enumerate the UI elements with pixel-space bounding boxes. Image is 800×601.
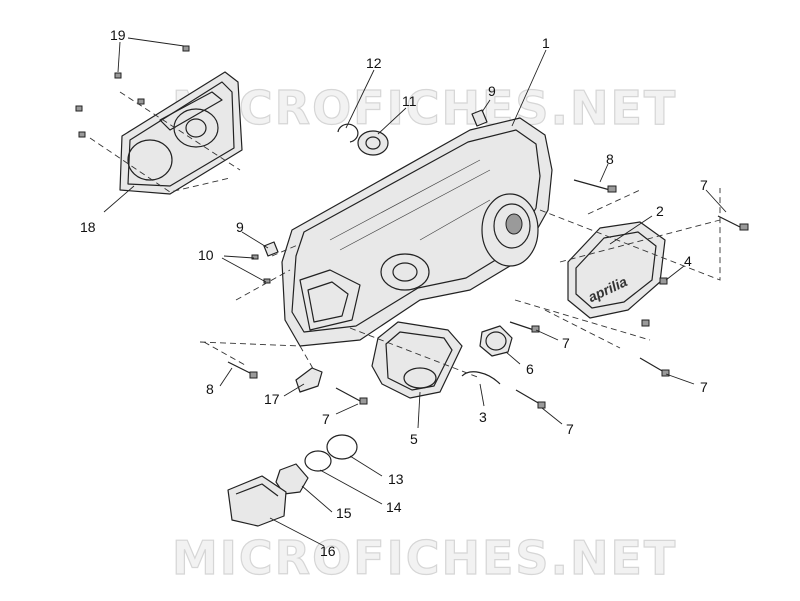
- part-5-air-duct: [371, 321, 463, 399]
- callout-3: 3: [479, 409, 487, 425]
- callout-16: 16: [320, 543, 336, 559]
- part-4-bolt: [659, 277, 668, 285]
- part-7-bolt-right: [639, 357, 670, 377]
- part-3-clip: [461, 371, 501, 385]
- part-7-bolt-cover: [641, 319, 650, 327]
- part-15-sleeve: [275, 463, 309, 495]
- callout-8-left: 8: [206, 381, 214, 397]
- callout-18: 18: [80, 219, 96, 235]
- watermark-top: MICROFICHES.NET: [172, 81, 677, 135]
- part-8-bolt-left: [227, 361, 258, 379]
- leader-lines: [103, 37, 727, 547]
- callout-2: 2: [656, 203, 664, 219]
- callouts: 19 12 11 9 1 8 7 2 4 18 9 10 7 6 7 8 17 …: [80, 27, 708, 559]
- callout-5: 5: [410, 431, 418, 447]
- callout-12: 12: [366, 55, 382, 71]
- part-9-dowel-left: [263, 241, 279, 257]
- part-17-bracket: [295, 367, 323, 393]
- callout-6: 6: [526, 361, 534, 377]
- part-7-bolt-mid: [509, 321, 540, 333]
- part-18-gasket-plate: [119, 71, 243, 195]
- callout-1: 1: [542, 35, 550, 51]
- callout-7-top: 7: [700, 177, 708, 193]
- callout-4: 4: [684, 253, 692, 269]
- part-7-bolt-top: [717, 215, 749, 231]
- callout-7-right: 7: [700, 379, 708, 395]
- part-14-clamp: [304, 450, 332, 472]
- part-16-intake-boot: [227, 475, 287, 527]
- part-7-bolt-left: [335, 387, 368, 405]
- callout-10: 10: [198, 247, 214, 263]
- callout-9-left: 9: [236, 219, 244, 235]
- part-1-transmission-cover: [281, 117, 553, 347]
- part-11-bearing: [357, 130, 389, 156]
- callout-15: 15: [336, 505, 352, 521]
- part-8-bolt-top: [573, 179, 617, 193]
- watermark-bottom: MICROFICHES.NET: [172, 531, 677, 585]
- part-6-filter: [479, 325, 513, 357]
- callout-11: 11: [402, 93, 417, 109]
- part-7-bolt-lower: [515, 389, 546, 409]
- part-19-screws: [75, 45, 190, 138]
- callout-7-mid: 7: [562, 335, 570, 351]
- part-12-circlip: [337, 123, 359, 143]
- callout-9-top: 9: [488, 83, 496, 99]
- part-2-outer-cover: aprilia: [567, 221, 666, 319]
- callout-19: 19: [110, 27, 126, 43]
- callout-7-lower: 7: [566, 421, 574, 437]
- assembly-lines: [89, 91, 721, 379]
- part-9-dowel-top: [471, 109, 488, 127]
- part-13-clamp: [326, 434, 358, 460]
- callout-13: 13: [388, 471, 404, 487]
- callout-14: 14: [386, 499, 402, 515]
- callout-7-left: 7: [322, 411, 330, 427]
- callout-8-top: 8: [606, 151, 614, 167]
- callout-17: 17: [264, 391, 280, 407]
